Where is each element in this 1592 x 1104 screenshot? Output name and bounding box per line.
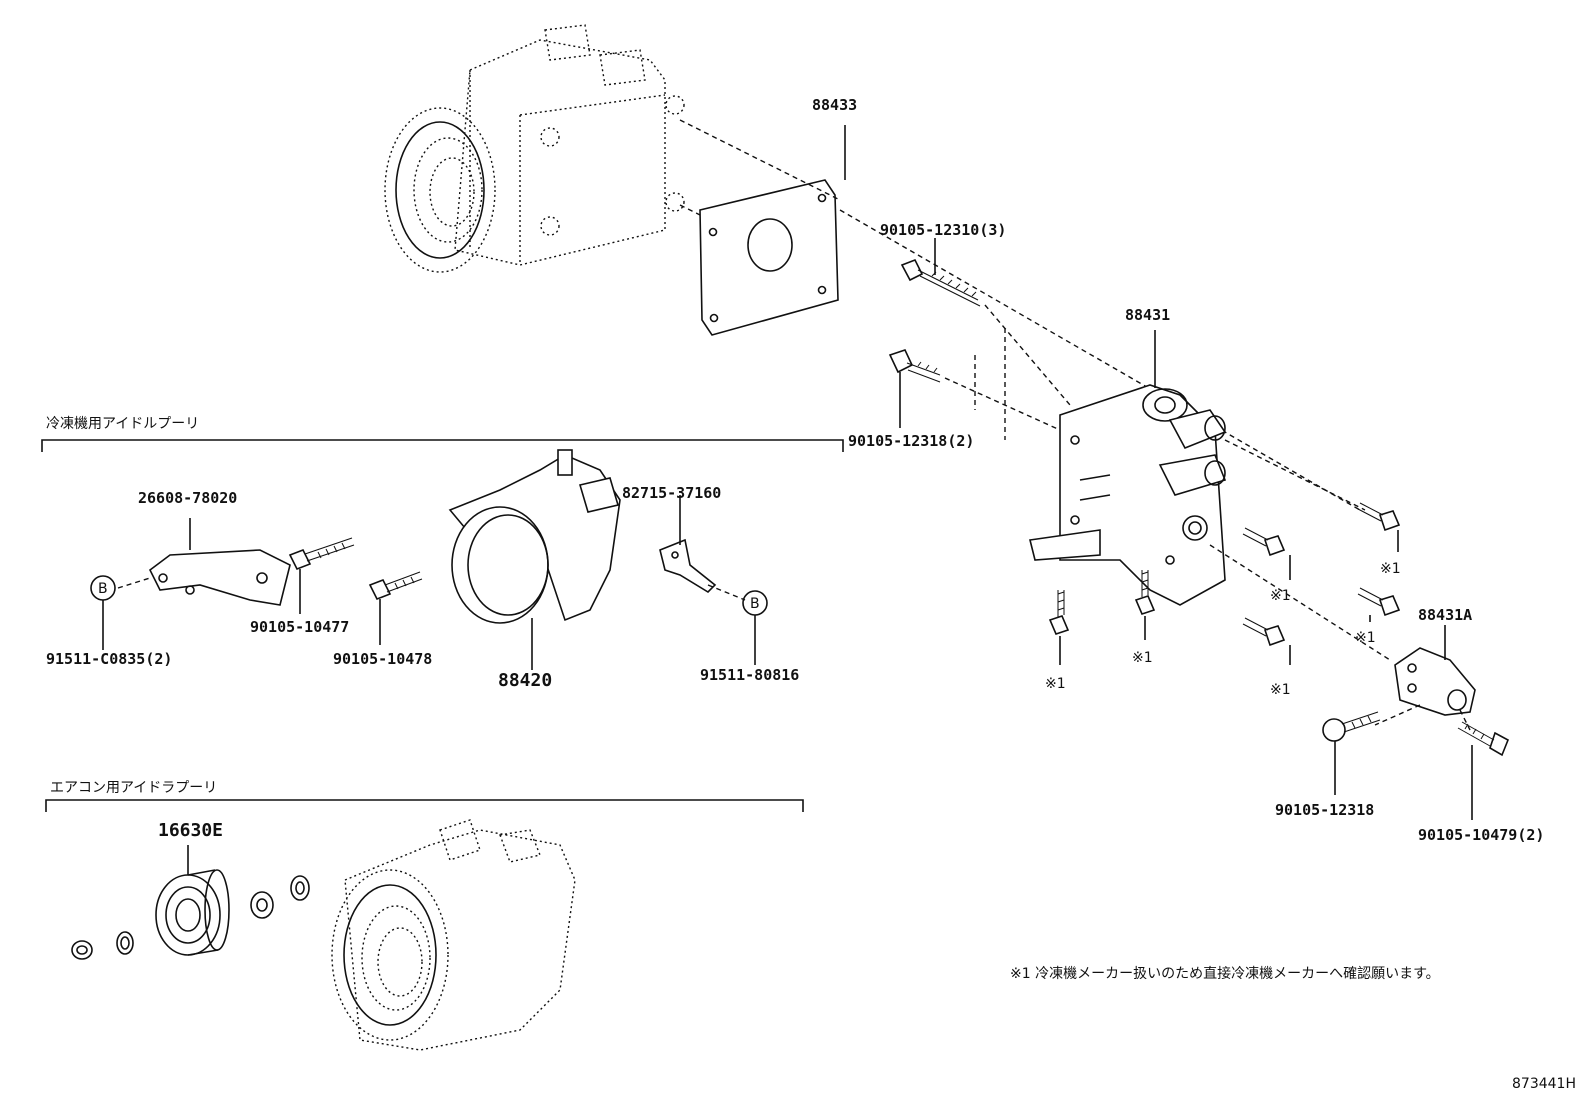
- idler-pulley-16630E-icon: [155, 869, 230, 956]
- bolt-90105-12318-lower-icon: [1322, 711, 1381, 742]
- label-88433: 88433: [812, 96, 857, 114]
- ref-mark-5: ※1: [1132, 650, 1153, 666]
- bracket-88433-icon: [699, 179, 839, 336]
- bolt-90105-12318-upper-icon: [888, 349, 941, 383]
- section-bracket-refrigerator: [41, 439, 844, 452]
- bracket-26608-78020-icon: [148, 549, 291, 606]
- section-bracket-aircon: [45, 799, 804, 812]
- diagram-code: 873441H: [1512, 1076, 1576, 1092]
- label-26608-78020: 26608-78020: [138, 489, 237, 507]
- compressor-top-icon: [384, 24, 685, 273]
- bolt-90105-10478-icon: [368, 571, 423, 601]
- label-88431A: 88431A: [1418, 606, 1472, 624]
- bolt-ref-1-icon: [1048, 502, 1401, 647]
- bolt-90105-10479-icon: [1457, 721, 1510, 757]
- label-90105-12318: 90105-12318: [1275, 801, 1374, 819]
- idle-pulley-88420-icon: [448, 449, 621, 624]
- bracket-88431A-icon: [1394, 647, 1476, 716]
- ref-mark-4: ※1: [1045, 676, 1066, 692]
- circle-b-right-icon: B: [742, 590, 768, 616]
- label-88431: 88431: [1125, 306, 1170, 324]
- label-90105-10479: 90105-10479(2): [1418, 826, 1544, 844]
- ref-mark-6: ※1: [1270, 682, 1291, 698]
- washer-small-icons: [71, 875, 310, 960]
- section-title-aircon: エアコン用アイドラプーリ: [50, 780, 217, 796]
- circle-b-left-icon: B: [90, 575, 116, 601]
- label-91511-C0835: 91511-C0835(2): [46, 650, 172, 668]
- label-90105-10478: 90105-10478: [333, 650, 432, 668]
- compressor-bottom-icon: [331, 819, 576, 1051]
- label-82715-37160: 82715-37160: [622, 484, 721, 502]
- clip-82715-37160-icon: [659, 538, 717, 594]
- circle-b-right-text: B: [750, 596, 760, 612]
- circle-b-left-text: B: [98, 581, 108, 597]
- section-title-refrigerator: 冷凍機用アイドルプーリ: [46, 416, 199, 432]
- label-88420: 88420: [498, 670, 552, 691]
- ref-mark-2: ※1: [1270, 588, 1291, 604]
- label-90105-10477: 90105-10477: [250, 618, 349, 636]
- footnote: ※1 冷凍機メーカー扱いのため直接冷凍機メーカーへ確認願います。: [1010, 965, 1440, 982]
- label-91511-80816: 91511-80816: [700, 666, 799, 684]
- ref-mark-1: ※1: [1380, 561, 1401, 577]
- bracket-88431-icon: [1029, 384, 1227, 606]
- label-90105-12310: 90105-12310(3): [880, 221, 1006, 239]
- ref-mark-3: ※1: [1355, 630, 1376, 646]
- label-16630E: 16630E: [158, 820, 223, 841]
- bolt-90105-10477-icon: [288, 537, 355, 571]
- bolt-90105-12310-icon: [900, 258, 981, 307]
- label-90105-12318-2: 90105-12318(2): [848, 432, 974, 450]
